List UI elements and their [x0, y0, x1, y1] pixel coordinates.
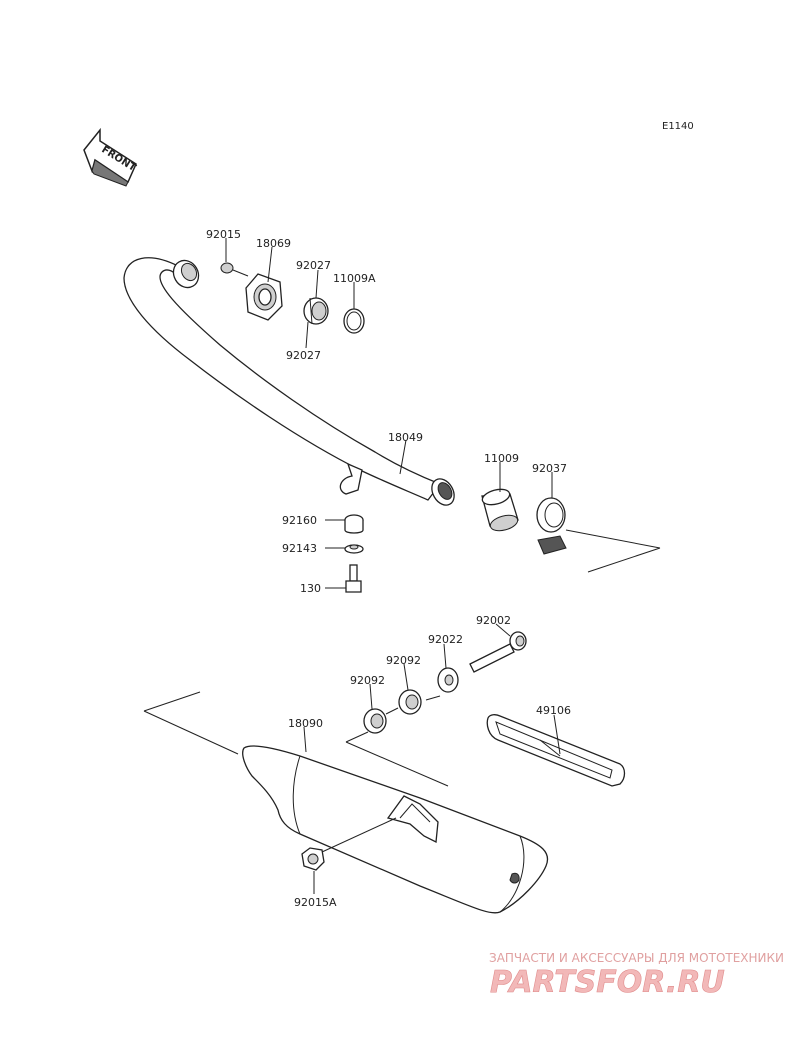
part-92092-damper-upper: [398, 689, 422, 715]
front-arrow-icon: FRONT: [83, 127, 138, 187]
label-18090: 18090: [288, 717, 323, 730]
part-92015A-nut: [301, 847, 325, 871]
label-11009: 11009: [484, 452, 519, 465]
label-130: 130: [300, 582, 321, 595]
diagram-code: E1140: [662, 121, 694, 132]
label-92037: 92037: [532, 462, 567, 475]
label-49106: 49106: [536, 704, 571, 717]
label-92143: 92143: [282, 542, 317, 555]
watermark-subtitle: ЗАПЧАСТИ И АКСЕССУАРЫ ДЛЯ МОТОТЕХНИКИ: [489, 951, 784, 965]
label-92092-upper: 92092: [386, 654, 421, 667]
part-92027-collar: [303, 297, 329, 325]
reference-lines: [143, 529, 661, 853]
part-92015-nut: [220, 262, 234, 274]
part-130-bolt: [345, 564, 362, 593]
part-92092-damper-lower: [363, 708, 387, 734]
exhaust-header-pipe: [123, 257, 455, 506]
label-92022: 92022: [428, 633, 463, 646]
part-92160-damper: [344, 514, 364, 534]
label-18069: 18069: [256, 237, 291, 250]
label-18049: 18049: [388, 431, 423, 444]
label-92027-bottom: 92027: [286, 349, 321, 362]
label-92015A: 92015A: [294, 896, 337, 909]
part-11009A-gasket: [343, 308, 365, 334]
label-11009A: 11009A: [333, 272, 376, 285]
label-92002: 92002: [476, 614, 511, 627]
label-92015: 92015: [206, 228, 241, 241]
watermark-logo: PARTSFOR.RU: [490, 965, 725, 1000]
label-92160: 92160: [282, 514, 317, 527]
part-49106-heat-guard: [486, 714, 626, 787]
part-92002-bolt: [469, 631, 527, 673]
part-92022-washer: [437, 667, 459, 693]
part-18069-flange: [245, 273, 283, 321]
label-92027-top: 92027: [296, 259, 331, 272]
part-18090-muffler: [242, 745, 549, 914]
part-92143-collar: [344, 544, 364, 554]
label-92092-lower: 92092: [350, 674, 385, 687]
part-92037-clamp: [536, 497, 567, 555]
leader-lines: [225, 238, 561, 894]
part-11009-sleeve: [481, 488, 519, 532]
